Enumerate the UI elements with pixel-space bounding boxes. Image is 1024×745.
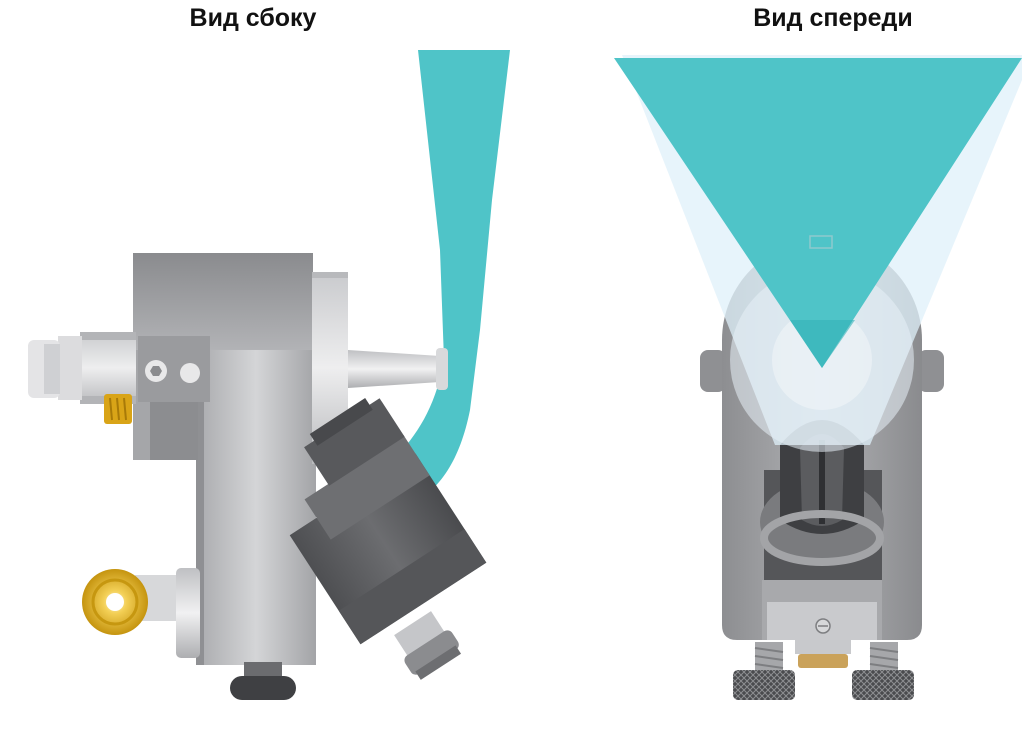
rear-hex-fitting <box>80 332 136 404</box>
side-view <box>28 50 510 700</box>
body-main <box>196 350 316 665</box>
knurled-screw-left-icon <box>733 670 795 700</box>
front-view-title: Вид спереди <box>753 4 913 32</box>
front-view <box>614 55 1022 700</box>
side-view-title: Вид сбоку <box>189 4 317 32</box>
knurled-screw-icon <box>404 630 459 675</box>
spray-cone-icon <box>614 58 1022 368</box>
bottom-button-icon <box>230 676 296 700</box>
knurled-screw-right-icon <box>852 670 914 700</box>
angled-nozzle-assembly <box>289 398 487 645</box>
nozzle-icon <box>348 350 440 388</box>
spray-fan-icon <box>383 50 510 505</box>
